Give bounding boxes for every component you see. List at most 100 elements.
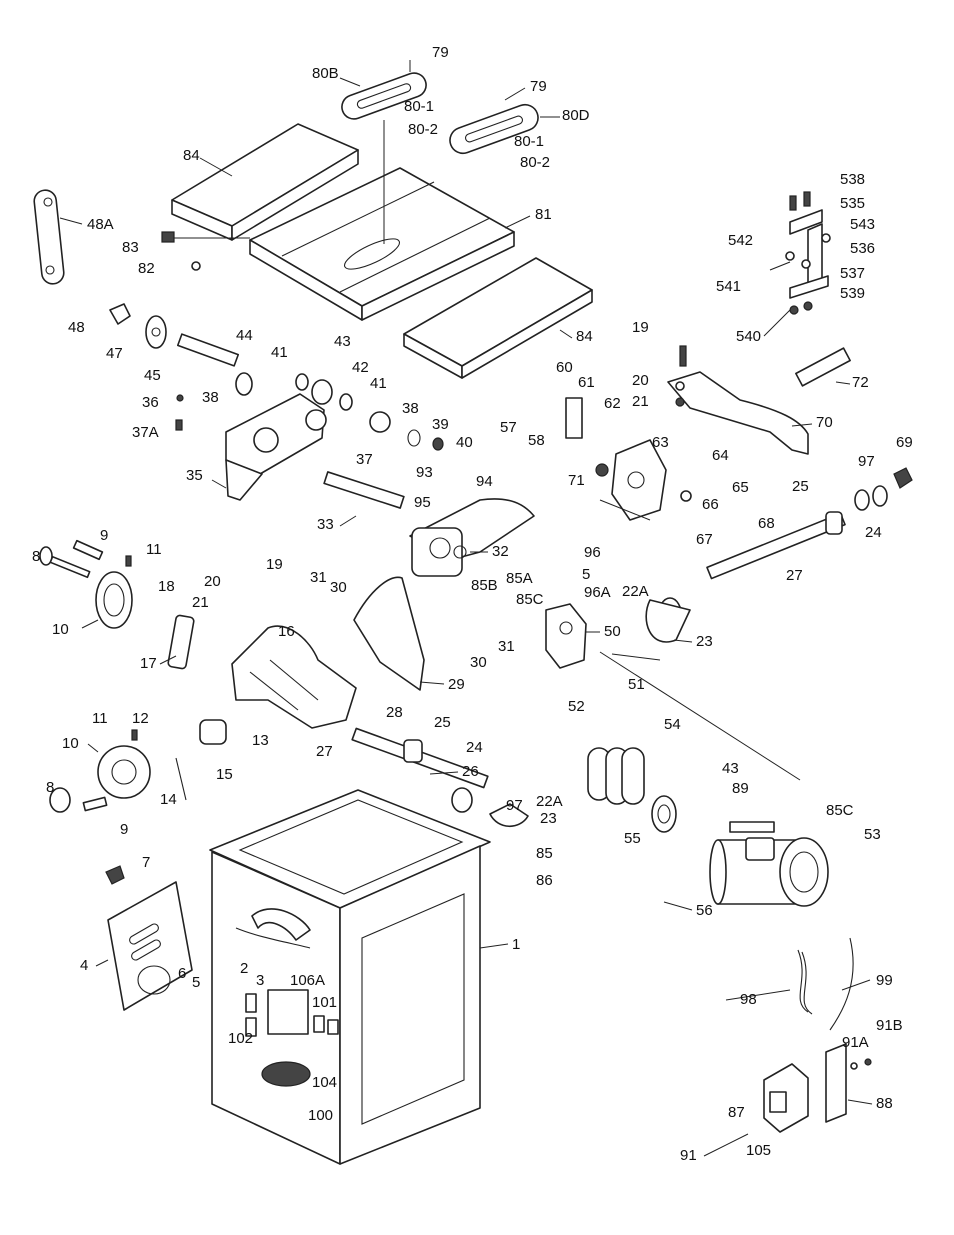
callout-80-1b: 80-1	[514, 133, 544, 150]
callout-540: 540	[736, 328, 761, 345]
callout-20b: 20	[204, 573, 221, 590]
callout-26: 26	[462, 763, 479, 780]
callout-84b: 84	[576, 328, 593, 345]
callout-56: 56	[696, 902, 713, 919]
callout-43a: 43	[334, 333, 351, 350]
callout-85b: 85B	[471, 577, 498, 594]
callout-8b: 8	[46, 779, 54, 796]
callout-36: 36	[142, 394, 159, 411]
callout-24b: 24	[466, 739, 483, 756]
callout-535: 535	[840, 195, 865, 212]
callout-25b: 25	[434, 714, 451, 731]
trunnion-16	[231, 625, 357, 729]
callout-85c1: 85C	[516, 591, 544, 608]
callout-96a: 96A	[584, 584, 611, 601]
callout-47: 47	[106, 345, 123, 362]
insert-80b	[341, 72, 427, 120]
callout-27a: 27	[786, 567, 803, 584]
door-4	[105, 865, 193, 1011]
callout-82: 82	[138, 260, 155, 277]
callout-101: 101	[312, 994, 337, 1011]
callout-86: 86	[536, 872, 553, 889]
callout-32: 32	[492, 543, 509, 560]
callout-11a: 11	[146, 541, 162, 558]
callout-88: 88	[876, 1095, 893, 1112]
washer-82	[191, 261, 201, 271]
callout-539: 539	[840, 285, 865, 302]
callout-25a: 25	[792, 478, 809, 495]
callout-70: 70	[816, 414, 833, 431]
callout-38b: 38	[402, 400, 419, 417]
cabinet-1	[209, 789, 491, 1165]
callout-97a: 97	[858, 453, 875, 470]
callout-100: 100	[308, 1107, 333, 1124]
callout-31b: 31	[498, 638, 515, 655]
link-48a	[33, 189, 65, 285]
callout-79b: 79	[530, 78, 547, 95]
callout-61: 61	[578, 374, 595, 391]
callout-15: 15	[216, 766, 233, 783]
bracket-50	[545, 603, 587, 669]
callout-104: 104	[312, 1074, 337, 1091]
callout-19a: 19	[632, 319, 649, 336]
callout-18: 18	[158, 578, 175, 595]
leader-lines	[59, 60, 873, 1157]
callout-30a: 30	[330, 579, 347, 596]
callout-84a: 84	[183, 147, 200, 164]
callout-89: 89	[732, 780, 749, 797]
pulley-55	[651, 795, 677, 833]
callout-23b: 23	[540, 810, 557, 827]
belts-54	[587, 747, 645, 805]
callout-54: 54	[664, 716, 681, 733]
shaft-68	[645, 467, 913, 643]
callout-53: 53	[864, 826, 881, 843]
callout-98: 98	[740, 991, 757, 1008]
callout-85: 85	[536, 845, 553, 862]
arm-assembly	[565, 345, 851, 521]
callout-543: 543	[850, 216, 875, 233]
callout-80b: 80B	[312, 65, 339, 82]
callout-536: 536	[850, 240, 875, 257]
callout-80-2a: 80-2	[408, 121, 438, 138]
callout-80-1a: 80-1	[404, 98, 434, 115]
callout-80d: 80D	[562, 107, 590, 124]
arbor-assembly	[109, 303, 444, 509]
callout-66: 66	[702, 496, 719, 513]
callout-99: 99	[876, 972, 893, 989]
callout-10b: 10	[62, 735, 79, 752]
callout-29: 29	[448, 676, 465, 693]
callout-72: 72	[852, 374, 869, 391]
trunnion-29	[353, 576, 425, 691]
callout-27b: 27	[316, 743, 333, 760]
bolt-83	[161, 231, 250, 243]
callout-542: 542	[728, 232, 753, 249]
callout-33: 33	[317, 516, 334, 533]
callout-64: 64	[712, 447, 729, 464]
callout-67: 67	[696, 531, 713, 548]
callout-85a: 85A	[506, 570, 533, 587]
callout-83: 83	[122, 239, 139, 256]
callout-87: 87	[728, 1104, 745, 1121]
callout-21b: 21	[192, 594, 209, 611]
callout-42: 42	[352, 359, 369, 376]
callout-96: 96	[584, 544, 601, 561]
callout-20a: 20	[632, 372, 649, 389]
callout-6: 6	[178, 965, 186, 982]
callout-40: 40	[456, 434, 473, 451]
callout-8a: 8	[32, 548, 40, 565]
callout-102: 102	[228, 1030, 253, 1047]
callout-21a: 21	[632, 393, 649, 410]
callout-48a: 48A	[87, 216, 114, 233]
callout-10a: 10	[52, 621, 69, 638]
callout-1: 1	[512, 936, 520, 953]
callout-80-2b: 80-2	[520, 154, 550, 171]
motor-56	[709, 821, 829, 907]
callout-538: 538	[840, 171, 865, 188]
callout-50: 50	[604, 623, 621, 640]
callout-55: 55	[624, 830, 641, 847]
callout-93: 93	[416, 464, 433, 481]
handwheel-lower	[49, 719, 227, 813]
extension-wing-left	[171, 123, 359, 241]
callout-48: 48	[68, 319, 85, 336]
